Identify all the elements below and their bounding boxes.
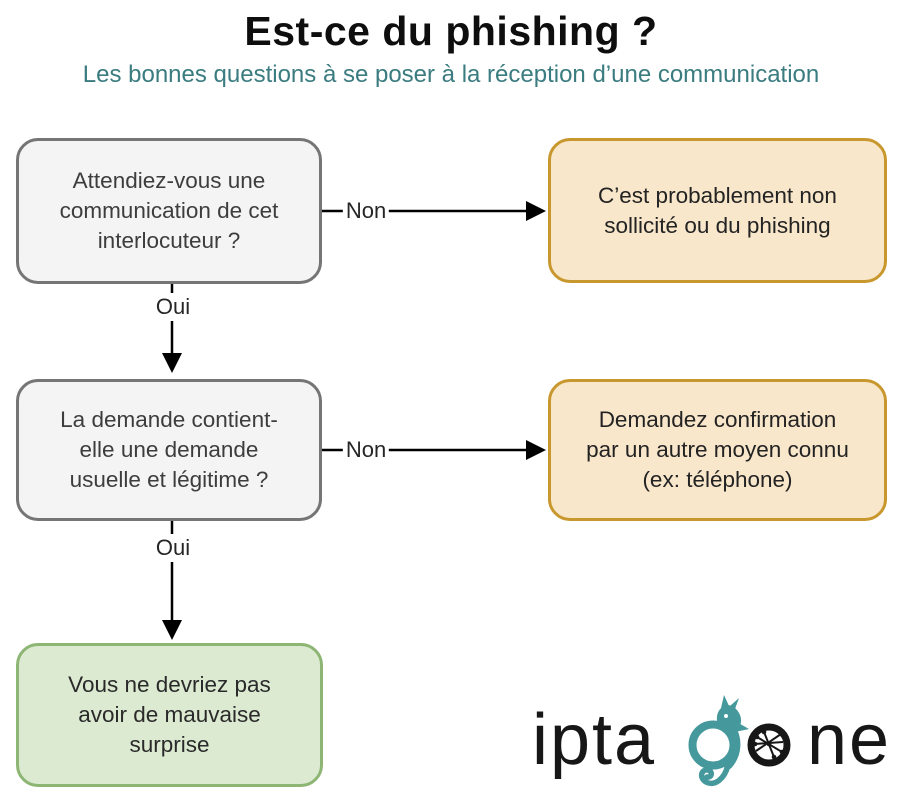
- seahorse-g-icon: [688, 695, 749, 787]
- flow-node-question-2: La demande contient- elle une demande us…: [16, 379, 322, 521]
- iptagone-logo: ipta: [532, 695, 891, 787]
- page-subtitle: Les bonnes questions à se poser à la réc…: [82, 61, 820, 88]
- flow-node-question-1: Attendiez-vous une communication de cet …: [16, 138, 322, 284]
- node-text: Demandez confirmation par un autre moyen…: [586, 407, 849, 492]
- node-text: C’est probablement non sollicité ou du p…: [598, 182, 837, 238]
- edge-label-no-2: Non: [342, 436, 390, 464]
- flow-node-result: Vous ne devriez pas avoir de mauvaise su…: [16, 643, 323, 787]
- flow-node-warning-1: C’est probablement non sollicité ou du p…: [548, 138, 887, 283]
- node-text: Vous ne devriez pas avoir de mauvaise su…: [68, 672, 271, 757]
- page-title: Est-ce du phishing ?: [244, 8, 658, 54]
- node-text: La demande contient- elle une demande us…: [60, 407, 278, 492]
- node-text: Attendiez-vous une communication de cet …: [59, 168, 279, 253]
- edge-label-yes-1: Oui: [152, 293, 194, 321]
- edge-label-no-1: Non: [342, 197, 390, 225]
- flow-node-warning-2: Demandez confirmation par un autre moyen…: [548, 379, 887, 521]
- edge-label-yes-2: Oui: [152, 534, 194, 562]
- logo-text-ne: ne: [807, 700, 891, 780]
- logo-text-ipta: ipta: [532, 700, 656, 780]
- network-o-icon: [747, 723, 791, 767]
